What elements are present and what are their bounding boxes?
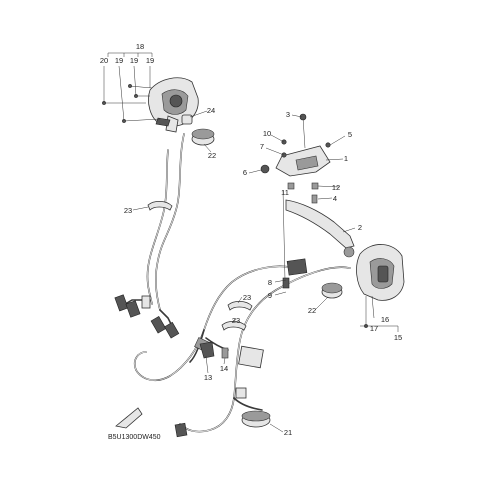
label-1: 1 — [344, 154, 348, 163]
label-11: 11 — [281, 188, 289, 197]
part-13-bracket — [199, 341, 215, 359]
left-switch-screws — [102, 84, 161, 123]
label-23-left: 23 — [124, 206, 132, 215]
grip-22-top — [191, 128, 215, 146]
diagram-code: B5U1300DW450 — [108, 434, 161, 441]
label-20: 20 — [100, 56, 108, 65]
label-3: 3 — [286, 110, 290, 119]
clamp-23-middle-1 — [227, 300, 253, 311]
label-23-mid1: 23 — [243, 293, 251, 302]
label-18: 18 — [136, 42, 144, 51]
label-13: 13 — [204, 373, 212, 382]
switch-wire-8-9 — [282, 189, 290, 289]
label-19b: 19 — [130, 56, 138, 65]
label-10: 10 — [263, 129, 271, 138]
label-15-leaders — [360, 325, 399, 332]
clamp-23-middle-2 — [221, 320, 247, 331]
lever-2 — [285, 199, 355, 258]
label-2: 2 — [358, 223, 362, 232]
bolt-3 — [299, 113, 307, 149]
grip-end-24 — [181, 114, 193, 125]
label-19c: 19 — [146, 56, 154, 65]
label-18-leaders — [103, 52, 153, 122]
part-6 — [260, 164, 270, 174]
label-24: 24 — [207, 106, 215, 115]
label-14: 14 — [220, 364, 228, 373]
label-12: 12 — [332, 183, 340, 192]
label-6: 6 — [243, 168, 247, 177]
lever-holder-1 — [275, 145, 331, 177]
label-8: 8 — [268, 278, 272, 287]
screws-16-17 — [364, 295, 375, 328]
band-21 — [241, 410, 271, 428]
label-5: 5 — [348, 130, 352, 139]
label-9: 9 — [268, 291, 272, 300]
label-19a: 19 — [115, 56, 123, 65]
right-handlebar-switch — [356, 244, 405, 301]
grip-22-right — [321, 282, 343, 299]
left-handlebar-switch — [148, 77, 199, 133]
left-connectors — [114, 294, 180, 339]
direction-arrow-icon — [115, 407, 143, 429]
label-4: 4 — [333, 194, 337, 203]
clamp-23-left — [147, 200, 173, 211]
label-15: 15 — [394, 333, 402, 342]
screw-5 — [325, 142, 331, 148]
label-22-right: 22 — [308, 306, 316, 315]
leader-lines — [132, 110, 356, 433]
label-7: 7 — [260, 142, 264, 151]
label-17: 17 — [370, 324, 378, 333]
left-wire-harness — [121, 133, 185, 327]
label-16: 16 — [381, 315, 389, 324]
part-14-clip — [221, 347, 229, 359]
label-21: 21 — [284, 428, 292, 437]
label-22-top: 22 — [208, 151, 216, 160]
label-23-mid2: 23 — [232, 316, 240, 325]
part-11-12-4 — [287, 182, 319, 204]
